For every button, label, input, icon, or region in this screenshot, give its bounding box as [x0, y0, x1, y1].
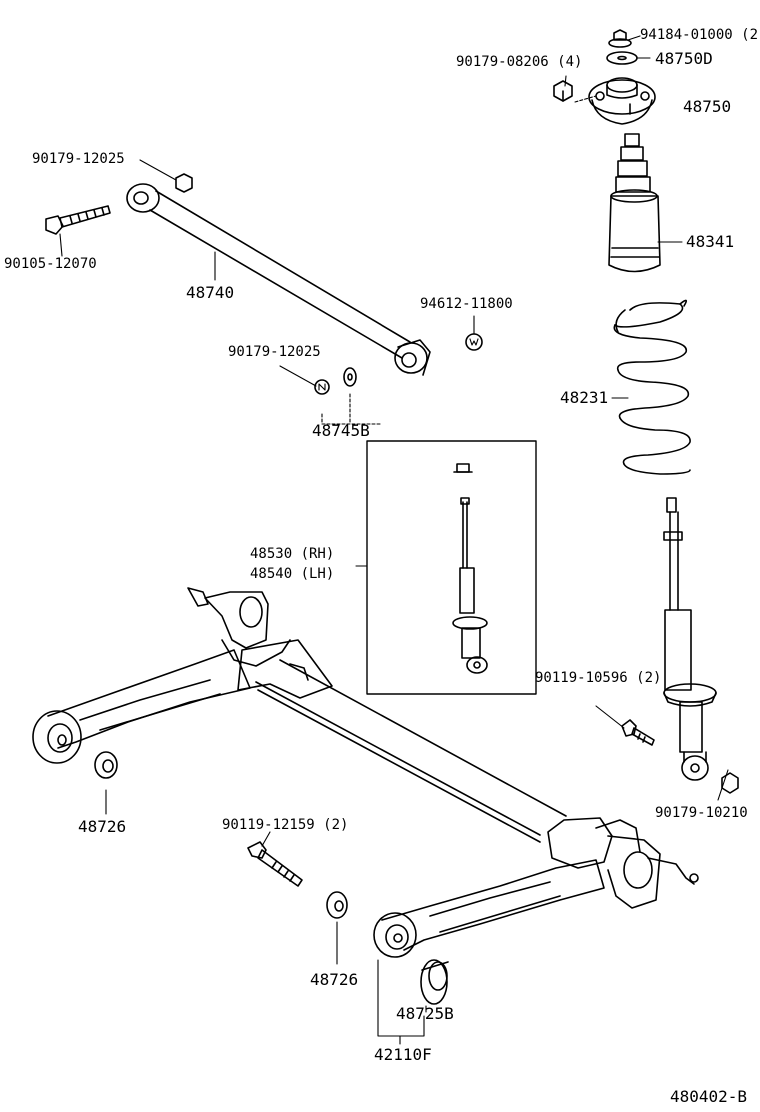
leader-lines — [59, 35, 729, 1045]
washer-48750D — [607, 52, 637, 64]
bushing-48745B — [344, 368, 356, 386]
bushing-48726-left — [95, 752, 117, 778]
label-48725B: 48725B — [396, 1004, 454, 1023]
label-48740: 48740 — [186, 283, 235, 302]
nut-94184 — [609, 30, 631, 47]
label-48745B: 48745B — [312, 421, 370, 440]
nut-90179-10210 — [722, 773, 738, 793]
bushing-48725B — [421, 960, 448, 1004]
bushing-48726-mid — [327, 892, 347, 918]
axle-beam-42110F — [33, 588, 698, 957]
label-48231: 48231 — [560, 388, 609, 407]
bolt-90119-12159 — [248, 842, 302, 886]
shock-absorber-48530-box — [367, 441, 536, 694]
shock-absorber-right — [664, 498, 716, 780]
label-48540-lh: 48540 (LH) — [250, 566, 335, 582]
nut-90179-08206 — [554, 81, 572, 101]
label-48726-mid: 48726 — [310, 970, 359, 989]
label-90119-10596: 90119-10596 (2) — [535, 670, 662, 686]
nut-90179-12025-mid — [315, 380, 329, 394]
label-48750: 48750 — [683, 97, 732, 116]
coil-spring-48231 — [614, 300, 690, 474]
label-90179-12025-mid: 90179-12025 — [228, 344, 321, 360]
label-48341: 48341 — [686, 232, 735, 251]
label-42110F: 42110F — [374, 1045, 432, 1064]
washer-94612-11800 — [466, 334, 482, 350]
label-diagram-code: 480402-B — [670, 1087, 748, 1106]
label-90179-08206: 90179-08206 (4) — [456, 54, 583, 70]
label-48750D: 48750D — [655, 49, 713, 68]
label-90105-12070: 90105-12070 — [4, 256, 97, 272]
dust-cover-48341 — [609, 134, 660, 272]
label-94184-01000: 94184-01000 (2 — [640, 27, 759, 43]
label-90119-12159: 90119-12159 (2) — [222, 817, 349, 833]
support-48750 — [589, 78, 655, 124]
bolt-90105-12070 — [46, 206, 110, 234]
label-48726-left: 48726 — [78, 817, 127, 836]
label-48530-rh: 48530 (RH) — [250, 546, 335, 562]
bolt-90119-10596 — [622, 720, 654, 745]
label-90179-12025-top: 90179-12025 — [32, 151, 125, 167]
nut-90179-12025-top — [176, 174, 192, 192]
lateral-rod-48740 — [127, 184, 430, 375]
label-94612-11800: 94612-11800 — [420, 296, 513, 312]
label-90179-10210: 90179-10210 — [655, 805, 748, 821]
